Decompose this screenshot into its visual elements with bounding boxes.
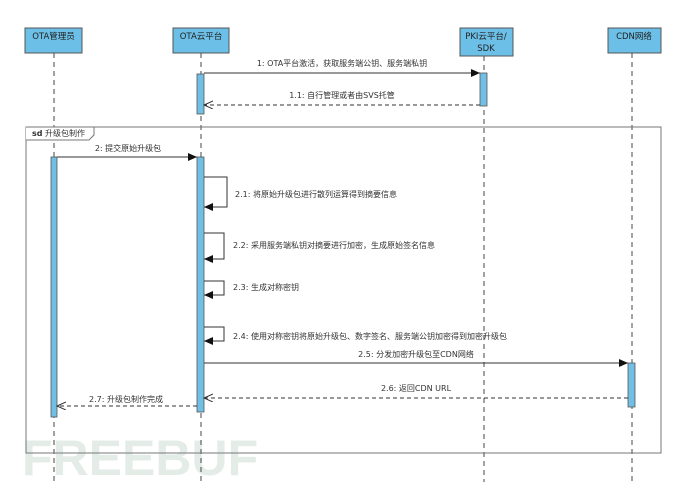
svg-text:sd: sd: [32, 129, 43, 138]
message-2-label: 2: 提交原始升级包: [95, 143, 161, 153]
svg-text:升级包制作: 升级包制作: [45, 128, 85, 138]
message-1-1-label: 1.1: 自行管理或者由SVS托管: [289, 90, 395, 100]
svg-text:OTA云平台: OTA云平台: [180, 31, 223, 42]
participant-ota-admin: OTA管理员: [24, 27, 83, 54]
message-2-6-label: 2.6: 返回CDN URL: [381, 384, 452, 393]
message-1-label: 1: OTA平台激活，获取服务端公钥、服务端私钥: [257, 58, 427, 68]
message-2-1-label: 2.1: 将原始升级包进行散列运算得到摘要信息: [235, 189, 397, 199]
svg-text:CDN网络: CDN网络: [616, 31, 652, 42]
message-2-2-label: 2.2: 采用服务端私钥对摘要进行加密，生成原始签名信息: [233, 240, 435, 250]
activation-ota-cloud-2: [196, 156, 205, 413]
message-2-2-arrow: [204, 232, 225, 263]
svg-text:SDK: SDK: [477, 44, 495, 54]
message-2-1-arrow: [204, 176, 228, 211]
message-2-5-label: 2.5: 分发加密升级包至CDN网络: [358, 349, 474, 359]
message-2-3-arrow: [204, 280, 225, 299]
message-2-4-label: 2.4: 使用对称密钥将原始升级包、数字签名、服务端公钥加密得到加密升级包: [233, 331, 507, 341]
watermark: FREEBUF: [22, 430, 258, 482]
activation-pki: [479, 72, 488, 107]
participant-ota-cloud: OTA云平台: [172, 27, 230, 54]
svg-text:OTA管理员: OTA管理员: [32, 31, 75, 42]
combined-fragment-frame: sd 升级包制作: [25, 126, 662, 454]
message-2-3-label: 2.3: 生成对称密钥: [233, 282, 299, 292]
participant-pki: PKI云平台/ SDK: [459, 27, 514, 57]
message-2-7-label: 2.7: 升级包制作完成: [89, 394, 163, 404]
message-2-4-arrow: [204, 326, 225, 345]
activation-cdn: [627, 362, 636, 408]
svg-text:PKI云平台/: PKI云平台/: [465, 31, 507, 42]
activation-ota-cloud: [196, 73, 205, 115]
participant-cdn: CDN网络: [607, 27, 662, 54]
activation-ota-admin: [50, 156, 58, 418]
